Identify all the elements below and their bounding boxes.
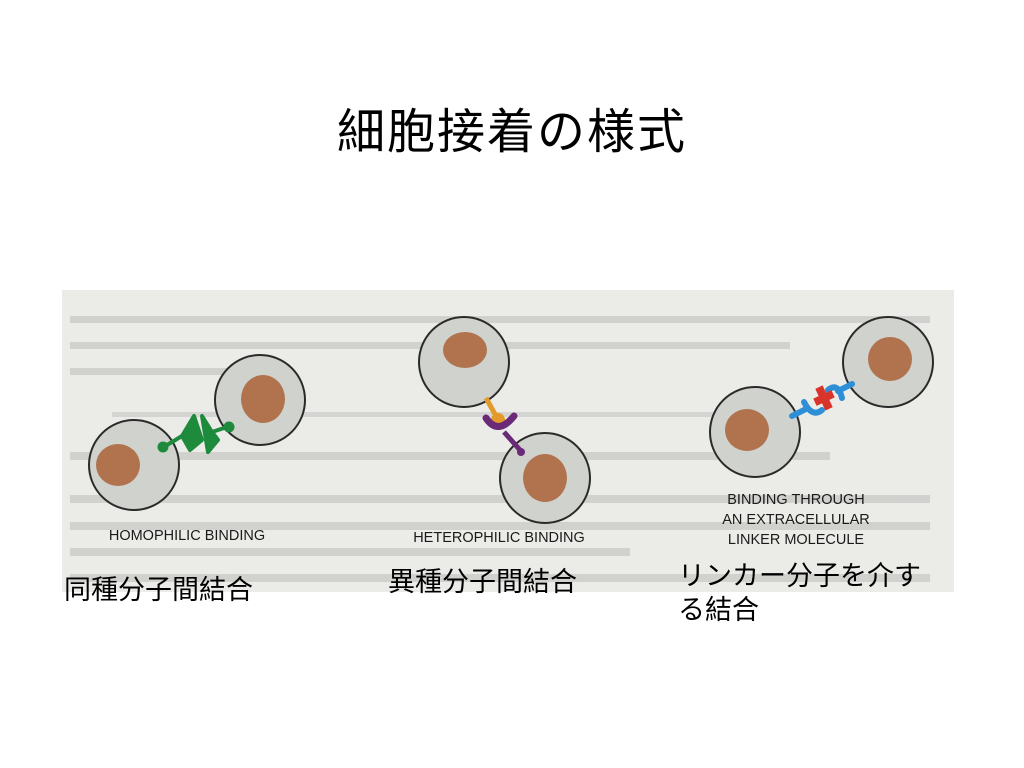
homophilic-caption: 同種分子間結合 (64, 575, 253, 606)
heterophilic-cell-top (418, 316, 510, 408)
homophilic-adhesion-molecules (157, 414, 235, 454)
homophilic-cell-left (88, 419, 180, 511)
linker-cell-right (842, 316, 934, 408)
cell-adhesion-figure: HOMOPHILIC BINDING HETEROPHILIC BINDING … (62, 290, 954, 592)
linker-binding-label: BINDING THROUGH AN EXTRACELLULAR LINKER … (698, 490, 894, 550)
linker-label-line-2: AN EXTRACELLULAR (722, 512, 870, 528)
homophilic-binding-label: HOMOPHILIC BINDING (108, 528, 266, 544)
heterophilic-binding-label: HETEROPHILIC BINDING (413, 530, 585, 546)
linker-label-line-3: LINKER MOLECULE (727, 532, 865, 548)
heterophilic-cell-bottom (499, 432, 591, 524)
heterophilic-receptor (482, 412, 525, 456)
linker-molecule (813, 385, 835, 411)
linker-caption: リンカー分子を介す る結合 (678, 561, 921, 626)
linker-receptors (789, 381, 855, 419)
heterophilic-caption: 異種分子間結合 (388, 567, 577, 598)
cell-adhesion-diagram (70, 316, 934, 582)
linker-label-line-1: BINDING THROUGH (727, 492, 865, 508)
homophilic-cell-right (214, 354, 306, 446)
linker-cell-left (709, 386, 801, 478)
slide-title: 細胞接着の様式 (336, 104, 687, 160)
